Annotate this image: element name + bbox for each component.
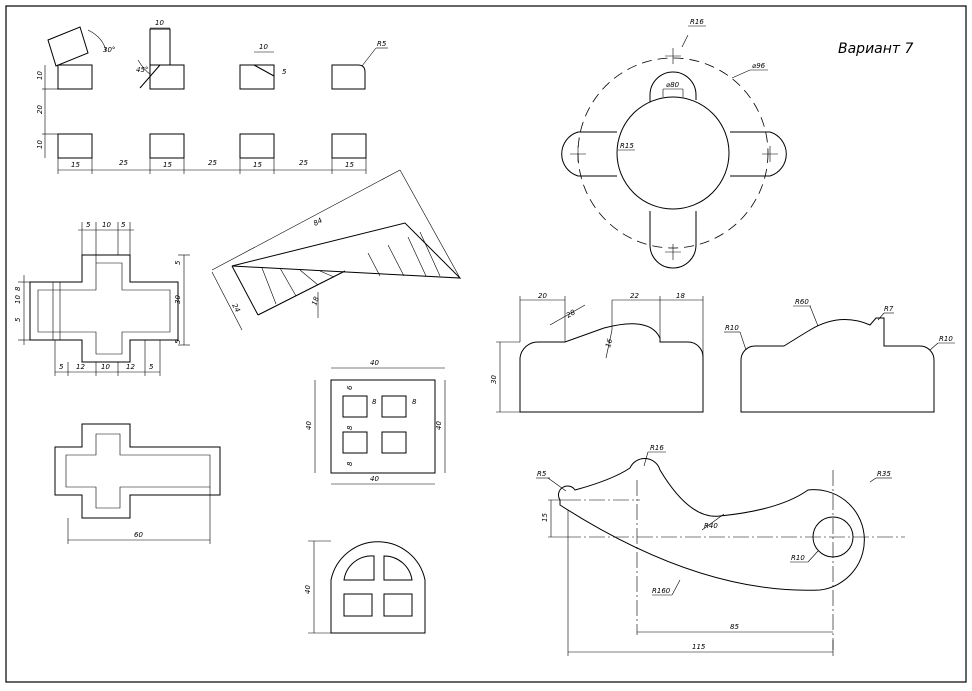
svg-text:12: 12: [126, 363, 135, 371]
svg-text:10: 10: [14, 295, 22, 304]
svg-text:40: 40: [304, 585, 312, 594]
svg-text:28: 28: [565, 308, 577, 320]
svg-text:R35: R35: [877, 470, 891, 478]
svg-text:115: 115: [692, 643, 706, 651]
svg-text:10: 10: [36, 71, 44, 80]
svg-text:20: 20: [36, 105, 44, 114]
svg-text:R5: R5: [537, 470, 547, 478]
svg-text:R10: R10: [725, 324, 739, 332]
figure-cross: 5 10 5 5 30 5 8 10 5 5 12 10 12 5: [14, 221, 190, 376]
svg-text:5: 5: [282, 68, 287, 76]
svg-text:R60: R60: [795, 298, 809, 306]
svg-text:15: 15: [541, 513, 549, 522]
variant-title: Вариант 7: [838, 41, 914, 57]
svg-text:60: 60: [134, 531, 143, 539]
figure-profile-block: 20 22 18 28 16 30: [490, 292, 704, 413]
svg-text:40: 40: [370, 359, 379, 367]
svg-text:R15: R15: [620, 142, 634, 150]
svg-text:6: 6: [346, 385, 354, 390]
block-top-2: [149, 64, 185, 90]
svg-text:84: 84: [312, 217, 324, 228]
svg-text:15: 15: [71, 161, 80, 169]
svg-text:24: 24: [230, 302, 241, 314]
svg-text:5: 5: [14, 317, 22, 322]
svg-text:R40: R40: [704, 522, 718, 530]
svg-text:⌀96: ⌀96: [752, 62, 766, 70]
svg-text:15: 15: [163, 161, 172, 169]
figure-wave-block: R10 R60 R7 R10: [724, 298, 955, 413]
svg-text:40: 40: [305, 421, 313, 430]
svg-text:25: 25: [299, 159, 308, 167]
svg-text:8: 8: [372, 398, 377, 406]
svg-text:85: 85: [730, 623, 739, 631]
svg-text:R16: R16: [650, 444, 664, 452]
svg-text:8: 8: [346, 425, 354, 430]
svg-text:18: 18: [310, 295, 321, 307]
svg-text:10: 10: [102, 221, 111, 229]
svg-text:30°: 30°: [103, 46, 115, 54]
svg-text:18: 18: [676, 292, 685, 300]
svg-text:5: 5: [174, 260, 182, 265]
svg-text:10: 10: [36, 140, 44, 149]
svg-text:8: 8: [14, 286, 22, 291]
figure-blocks: 30° 10 45° 10 5 R5 10 20 10: [36, 19, 388, 174]
svg-text:22: 22: [630, 292, 639, 300]
block-top-1: [57, 64, 93, 90]
svg-text:10: 10: [259, 43, 268, 51]
svg-text:15: 15: [253, 161, 262, 169]
sheet-frame: [5, 5, 967, 683]
svg-text:25: 25: [208, 159, 217, 167]
tilted-block: [47, 26, 89, 67]
block-top-3: [239, 64, 275, 90]
block-top-4: [331, 64, 366, 90]
svg-text:R5: R5: [377, 40, 387, 48]
svg-text:45°: 45°: [136, 66, 148, 74]
svg-text:15: 15: [345, 161, 354, 169]
svg-text:R16: R16: [690, 18, 704, 26]
svg-text:5: 5: [59, 363, 64, 371]
figure-long-cross: 60: [54, 423, 221, 544]
svg-text:R10: R10: [939, 335, 953, 343]
figure-arch-window: 40: [304, 540, 426, 634]
svg-text:20: 20: [538, 292, 547, 300]
svg-text:8: 8: [346, 461, 354, 466]
svg-text:5: 5: [121, 221, 126, 229]
figure-ring-lobes: R16 ⌀80 ⌀96 R15: [561, 18, 787, 269]
svg-text:8: 8: [412, 398, 417, 406]
svg-text:R10: R10: [791, 554, 805, 562]
svg-text:5: 5: [149, 363, 154, 371]
figure-square-windows: 40 40 40 40 6 8 8 8 8: [305, 359, 446, 485]
svg-text:R7: R7: [884, 305, 894, 313]
svg-text:⌀80: ⌀80: [666, 81, 680, 89]
svg-text:10: 10: [101, 363, 110, 371]
svg-text:12: 12: [76, 363, 85, 371]
svg-text:16: 16: [604, 337, 614, 348]
svg-text:5: 5: [86, 221, 91, 229]
svg-text:30: 30: [174, 295, 182, 304]
figure-lever: 15 R5 R16 R35 R40 R10 R160 85 115: [536, 444, 905, 656]
svg-text:10: 10: [155, 19, 164, 27]
svg-text:5: 5: [174, 339, 182, 344]
figure-wedge: 84 24 18: [211, 169, 462, 331]
svg-text:R160: R160: [652, 587, 671, 595]
svg-text:40: 40: [370, 475, 379, 483]
svg-text:25: 25: [119, 159, 128, 167]
svg-text:30: 30: [490, 375, 498, 384]
svg-text:40: 40: [435, 421, 443, 430]
